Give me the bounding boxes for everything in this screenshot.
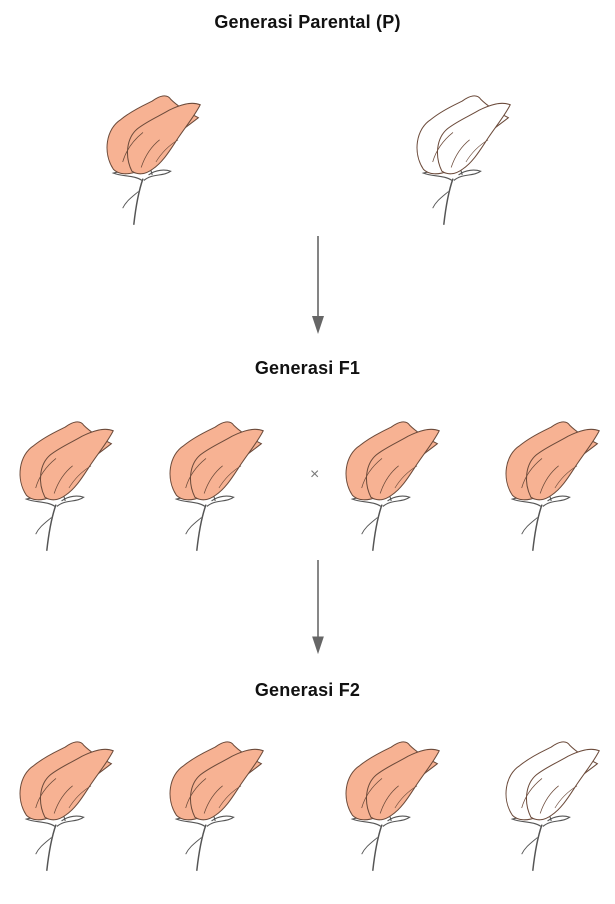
arrow-down-icon-f1-to-f2 bbox=[308, 560, 328, 658]
flower-icon-f2-4-white bbox=[494, 728, 614, 888]
flower-icon-f1-4 bbox=[494, 408, 614, 568]
label-f1-generation: Generasi F1 bbox=[0, 358, 615, 379]
label-parental-generation: Generasi Parental (P) bbox=[0, 12, 615, 33]
arrow-down-icon-p-to-f1 bbox=[308, 236, 328, 336]
label-f2-generation: Generasi F2 bbox=[0, 680, 615, 701]
flower-icon-f2-2 bbox=[158, 728, 278, 888]
flower-icon-parental-pink bbox=[95, 82, 215, 242]
flower-icon-f2-1 bbox=[8, 728, 128, 888]
flower-icon-f1-3 bbox=[334, 408, 454, 568]
cross-symbol: × bbox=[310, 466, 319, 484]
flower-icon-f1-1 bbox=[8, 408, 128, 568]
flower-icon-f2-3 bbox=[334, 728, 454, 888]
flower-icon-f1-2 bbox=[158, 408, 278, 568]
flower-icon-parental-white bbox=[405, 82, 525, 242]
